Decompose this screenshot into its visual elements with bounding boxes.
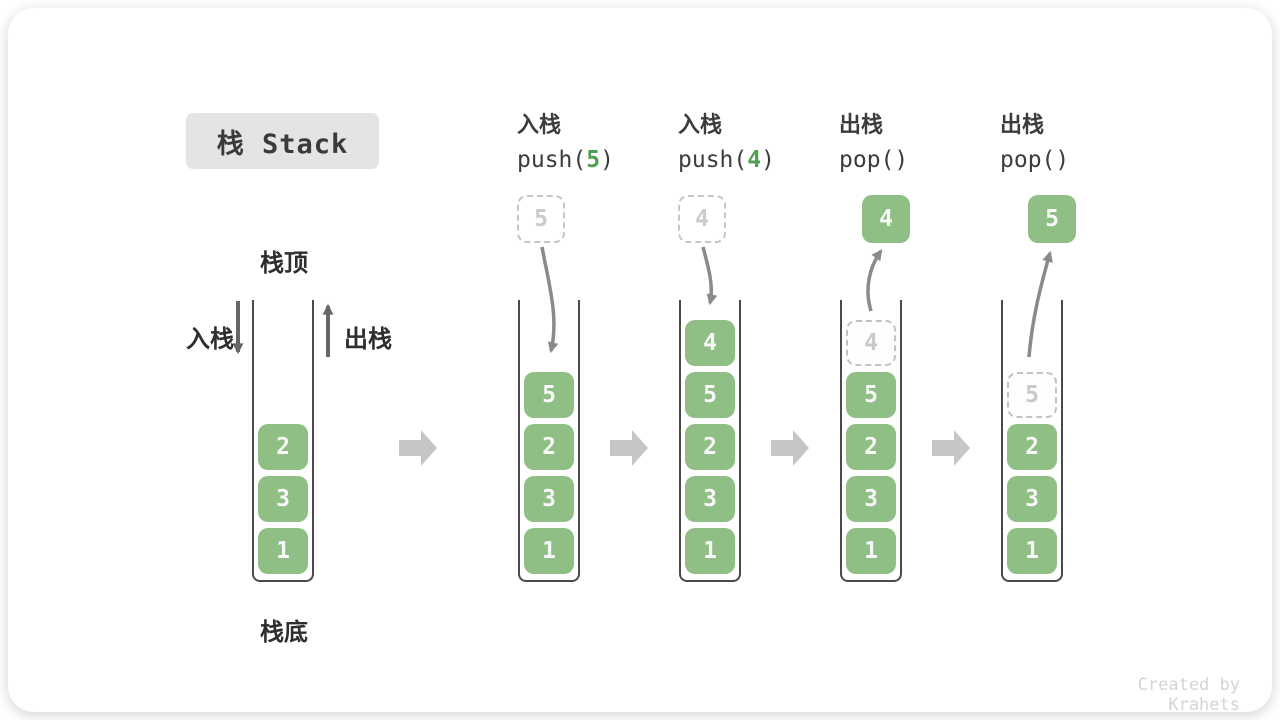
stack-element: 1 <box>846 528 896 574</box>
operation-code: pop() <box>839 147 909 173</box>
operation-label: 入栈 <box>678 113 723 138</box>
stack-element: 1 <box>685 528 735 574</box>
stack-state-1: 2 3 1 <box>252 300 314 582</box>
watermark: Created by Krahets <box>1137 675 1240 715</box>
stack-element: 5 <box>524 372 574 418</box>
title-text: 栈 Stack <box>216 128 349 160</box>
pop-direction-label: 出栈 <box>344 325 392 353</box>
operation-label: 入栈 <box>517 113 562 138</box>
stack-element: 1 <box>524 528 574 574</box>
stack-element: 2 <box>685 424 735 470</box>
stack-element: 3 <box>685 476 735 522</box>
stack-element: 2 <box>524 424 574 470</box>
stack-element: 3 <box>846 476 896 522</box>
stack-state-5: 5 2 3 1 <box>1001 300 1063 582</box>
operation-caption-push5: 入栈 push(5) <box>517 107 667 173</box>
stack-element: 2 <box>258 424 308 470</box>
stack-element: 5 <box>685 372 735 418</box>
title-badge: 栈 Stack <box>186 113 379 169</box>
stack-element: 5 <box>846 372 896 418</box>
operation-code: pop() <box>1000 147 1070 173</box>
stack-element: 3 <box>524 476 574 522</box>
stack-bottom-label: 栈底 <box>260 618 308 646</box>
removed-element-ghost: 4 <box>846 320 896 366</box>
stack-element: 2 <box>1007 424 1057 470</box>
stack-state-4: 4 5 2 3 1 <box>840 300 902 582</box>
stack-state-2: 5 2 3 1 <box>518 300 580 582</box>
operation-caption-pop4: 出栈 pop() <box>839 107 989 173</box>
operation-caption-pop5: 出栈 pop() <box>1000 107 1150 173</box>
stack-state-3: 4 5 2 3 1 <box>679 300 741 582</box>
stack-element: 4 <box>685 320 735 366</box>
stack-element: 2 <box>846 424 896 470</box>
push-direction-label: 入栈 <box>186 325 234 353</box>
removed-element-ghost: 5 <box>1007 372 1057 418</box>
incoming-element-5: 5 <box>517 195 565 243</box>
operation-label: 出栈 <box>839 113 884 138</box>
stack-element: 3 <box>258 476 308 522</box>
stack-element: 1 <box>258 528 308 574</box>
operation-code: push(5) <box>517 147 614 173</box>
operation-code: push(4) <box>678 147 775 173</box>
popped-element-5: 5 <box>1028 195 1076 243</box>
stack-element: 1 <box>1007 528 1057 574</box>
stack-top-label: 栈顶 <box>260 249 308 277</box>
popped-element-4: 4 <box>862 195 910 243</box>
operation-caption-push4: 入栈 push(4) <box>678 107 828 173</box>
incoming-element-4: 4 <box>678 195 726 243</box>
operation-label: 出栈 <box>1000 113 1045 138</box>
stack-element: 3 <box>1007 476 1057 522</box>
